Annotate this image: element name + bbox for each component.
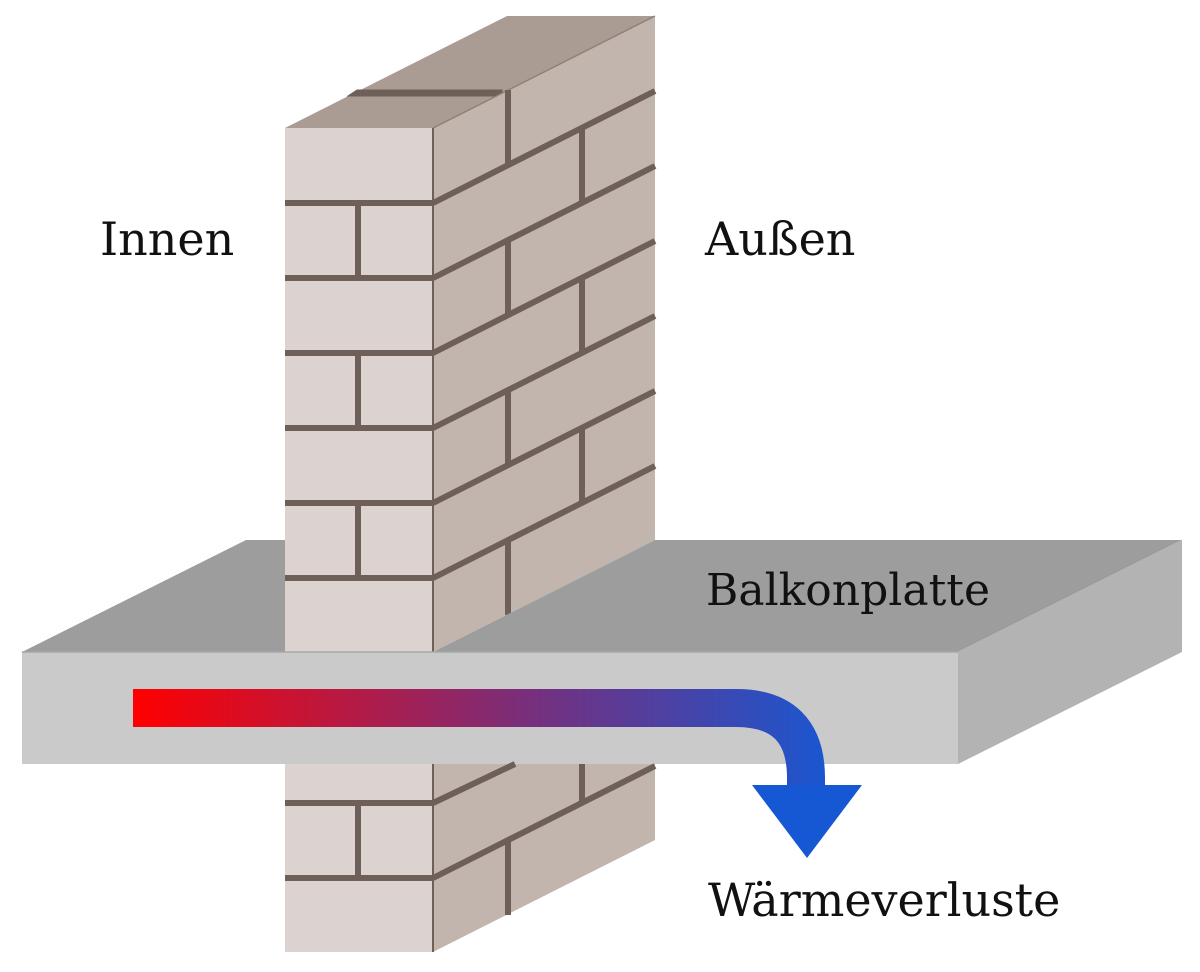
label-inside: Innen [100,212,234,266]
brick-wall-upper [285,15,657,652]
lower-wall-side-face [433,764,655,952]
slab-side-face [958,540,1182,764]
lower-mortar [285,761,657,915]
heat-loss-arrow [133,689,862,858]
label-outside: Außen [704,212,855,266]
slab-top-left [22,540,285,652]
heat-loss-arrowhead [752,785,862,858]
brick-wall-lower [285,761,657,952]
side-mortar [431,88,657,615]
label-heat-loss: Wärmeverluste [708,873,1060,927]
wall-top-face [285,16,655,128]
label-balcony-slab: Balkonplatte [706,565,990,616]
front-mortar [285,200,433,581]
wall-top-mortar [346,89,503,97]
balcony-slab [22,540,1182,764]
slab-top-right [433,540,1182,652]
